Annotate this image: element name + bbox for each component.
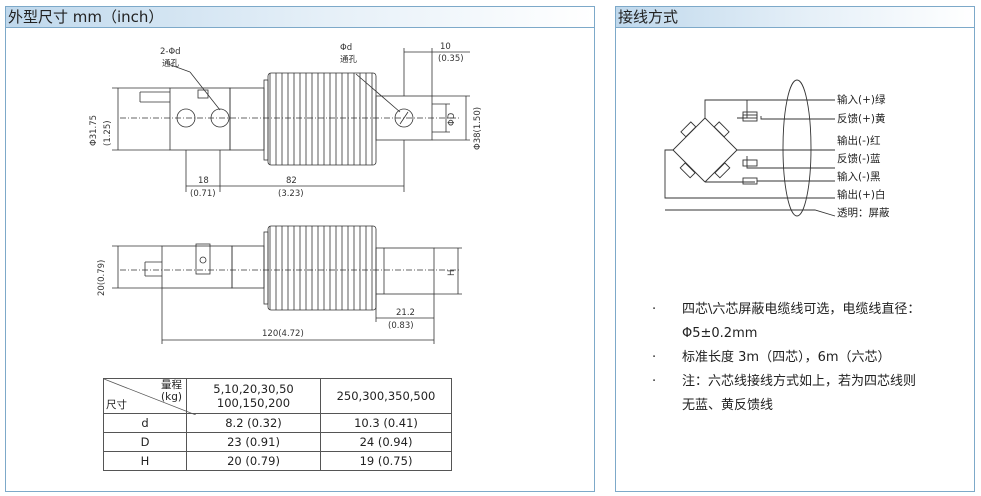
dim-120: 120(4.72)	[262, 329, 304, 339]
dim-phi31: Φ31.75	[89, 115, 99, 146]
bullet: ·	[652, 350, 657, 365]
dim-H: H	[447, 270, 457, 276]
dim-phiD: ΦD	[447, 112, 457, 126]
dim-21-inch: (0.83)	[388, 321, 414, 331]
dim-18: 18	[198, 176, 209, 186]
wiring-notes: ·四芯\六芯屏蔽电缆线可选，电缆线直径：Φ5±0.2mm ·标准长度 3m（四芯…	[650, 298, 922, 418]
wiring-panel: 接线方式	[615, 6, 975, 492]
note-item: ·标准长度 3m（四芯），6m（六芯）	[650, 346, 922, 370]
table-cell: H	[103, 451, 187, 471]
bullet: ·	[652, 302, 657, 317]
wire-label: 反馈(-)蓝	[837, 152, 881, 165]
table-cell: 19 (0.75)	[320, 451, 452, 471]
table-row: d 8.2 (0.32) 10.3 (0.41)	[103, 413, 452, 433]
wiring-panel-title: 接线方式	[616, 7, 974, 28]
dim-phi38: Φ38(1.50)	[473, 107, 483, 150]
note-item: ·四芯\六芯屏蔽电缆线可选，电缆线直径：Φ5±0.2mm	[650, 298, 922, 346]
wire-label: 反馈(+)黄	[837, 112, 886, 125]
dim-phi31-inch: (1.25)	[103, 120, 113, 146]
hole-left-label: 2-Φd	[160, 47, 181, 57]
table-cell: 10.3 (0.41)	[320, 413, 452, 433]
table-cell: 23 (0.91)	[186, 432, 321, 452]
hole-right-label: Φd	[340, 43, 352, 53]
dim-82-inch: (3.23)	[278, 189, 304, 199]
table-corner-cell: 量程(kg) 尺寸	[103, 378, 196, 415]
dim-10: 10	[440, 42, 451, 52]
table-cell: 24 (0.94)	[320, 432, 452, 452]
wire-label: 输出(-)红	[837, 134, 881, 147]
dim-20: 20(0.79)	[97, 260, 107, 296]
hole-right-through: 通孔	[340, 54, 358, 65]
dim-82: 82	[286, 176, 297, 186]
table-cell: D	[103, 432, 187, 452]
dimensions-panel-title: 外型尺寸 mm（inch）	[6, 7, 594, 28]
wire-label: 输出(+)白	[837, 188, 886, 201]
table-row: H 20 (0.79) 19 (0.75)	[103, 451, 452, 471]
wire-label: 输入(+)绿	[837, 93, 886, 106]
wire-label: 输入(-)黑	[837, 170, 880, 183]
table-cell: d	[103, 413, 187, 433]
wiring-diagram: 输入(+)绿 反馈(+)黄 输出(-)红 反馈(-)蓝 输入(-)黑 输出(+)…	[664, 79, 890, 219]
bullet: ·	[652, 374, 657, 389]
table-corner-size: 尺寸	[106, 399, 127, 411]
table-row: D 23 (0.91) 24 (0.94)	[103, 432, 452, 452]
table-cell: 20 (0.79)	[186, 451, 321, 471]
dimension-drawing: 2-Φd 通孔 Φd 通孔 10 (0.35) Φ31.75 (1.25) ΦD…	[89, 42, 483, 344]
table-cell: 8.2 (0.32)	[186, 413, 321, 433]
note-item: ·注：六芯线接线方式如上，若为四芯线则无蓝、黄反馈线	[650, 370, 922, 418]
table-corner-range: 量程(kg)	[161, 379, 182, 403]
dim-21: 21.2	[396, 308, 415, 318]
wire-label: 透明：屏蔽	[837, 207, 890, 219]
dim-10-inch: (0.35)	[438, 54, 464, 64]
hole-left-through: 通孔	[162, 58, 180, 69]
dim-18-inch: (0.71)	[190, 189, 216, 199]
table-col-large-range: 250,300,350,500	[320, 378, 452, 414]
